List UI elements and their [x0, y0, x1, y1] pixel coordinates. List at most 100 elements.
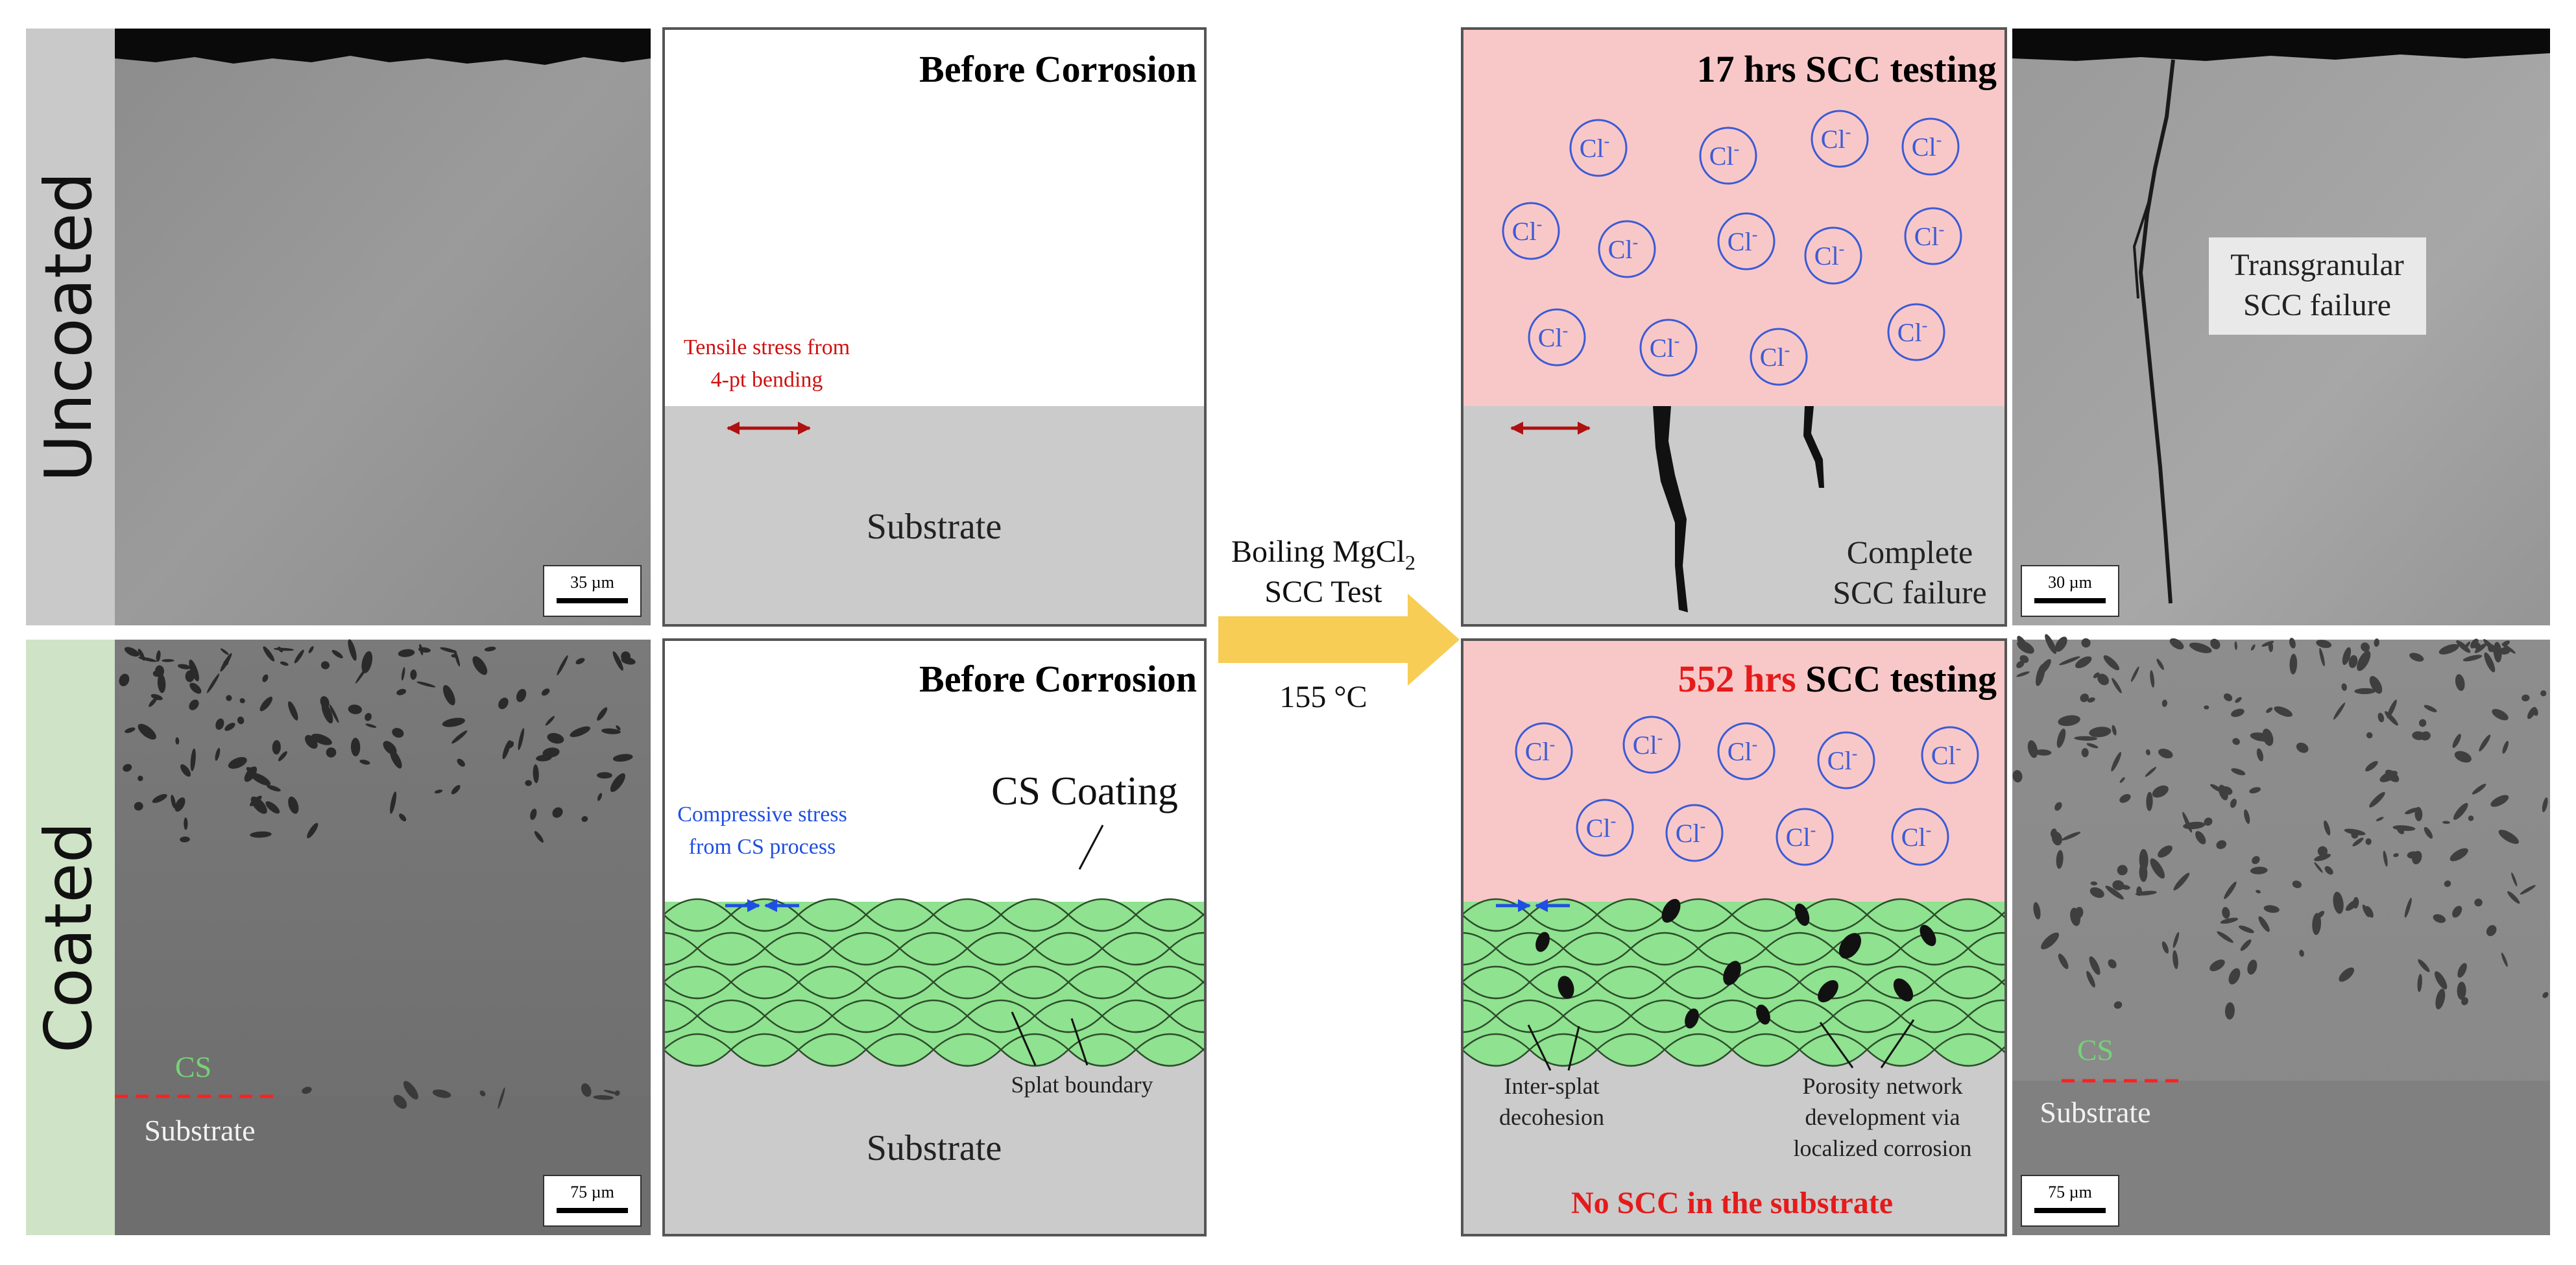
- cs-coating-leader: [1078, 825, 1104, 870]
- interslat-label-2: decohesion: [1499, 1104, 1604, 1130]
- micrograph-coated-after: CS Substrate 75 µm: [2012, 634, 2550, 1235]
- chloride-ion-icon: Cl-: [1901, 117, 1960, 176]
- svg-text:Cl-: Cl-: [1525, 735, 1555, 766]
- row-label-uncoated: Uncoated: [30, 172, 106, 482]
- scale-label: 75 µm: [2048, 1183, 2092, 1201]
- row-label-coated: Coated: [30, 822, 106, 1054]
- svg-text:Cl-: Cl-: [1538, 321, 1568, 352]
- chloride-ion-icon: Cl-: [1904, 207, 1962, 265]
- chloride-ion-icon: Cl-: [1804, 226, 1862, 285]
- svg-text:Cl-: Cl-: [1633, 729, 1663, 760]
- row-tab-coated: Coated: [26, 640, 115, 1235]
- chloride-ion-icon: Cl-: [1817, 731, 1875, 789]
- yellow-arrow-shape: [1218, 594, 1460, 686]
- test-name-line2: SCC Test: [1264, 575, 1382, 609]
- pore-icon: [1838, 933, 1862, 959]
- chloride-ion-icon: Cl-: [1776, 808, 1834, 866]
- coating-pores: [119, 639, 636, 1109]
- scc-crack-large: [1653, 406, 1688, 612]
- cs-coating-splats-corroded: [1462, 898, 2006, 1067]
- svg-text:Cl-: Cl-: [1760, 341, 1790, 372]
- chloride-ion-icon: Cl-: [1569, 119, 1628, 177]
- panel-uncoated-after: Cl- Cl- Cl- Cl- Cl- Cl- Cl- Cl- Cl- Cl- Cl- Cl-Cl- …: [1461, 27, 2007, 627]
- svg-text:Cl-: Cl-: [1814, 239, 1844, 271]
- svg-text:Cl-: Cl-: [1914, 220, 1944, 251]
- chloride-ion-icon: Cl-: [1515, 722, 1573, 780]
- chloride-ion-icon: Cl-: [1750, 328, 1808, 386]
- micrograph-coated-before: CS Substrate 75 µm: [115, 639, 651, 1235]
- porosity-label-3: localized corrosion: [1794, 1135, 1972, 1161]
- chloride-ion-icon: Cl-: [1717, 212, 1776, 271]
- row-tab-uncoated: Uncoated: [26, 29, 115, 625]
- pore-icon: [1661, 898, 1681, 923]
- substrate-label: Substrate: [867, 1128, 1002, 1168]
- substrate-label-micro-right: Substrate: [2040, 1096, 2150, 1129]
- tensile-stress-label: Tensile stress from: [684, 335, 850, 359]
- scale-bar-coated-left: 75 µm: [543, 1175, 642, 1227]
- svg-text:Cl-: Cl-: [1931, 739, 1961, 770]
- chloride-ion-icon: Cl-: [1639, 319, 1698, 377]
- svg-text:Cl-: Cl-: [1586, 812, 1616, 843]
- transgranular-label-box: Transgranular SCC failure: [2209, 237, 2426, 335]
- no-scc-label: No SCC in the substrate: [1571, 1186, 1893, 1220]
- svg-text:Cl-: Cl-: [1821, 123, 1851, 154]
- svg-text:Cl-: Cl-: [1727, 225, 1757, 256]
- pore-icon: [1685, 1008, 1699, 1029]
- panel-title-after: 552 hrs SCC testing: [1678, 658, 1997, 700]
- cs-coating-label: CS Coating: [991, 769, 1178, 813]
- cs-coating-splats: [664, 898, 1205, 1067]
- porosity-label: Porosity network: [1803, 1073, 1963, 1099]
- panel-uncoated-before: Before Corrosion Tensile stress from 4-p…: [662, 27, 1207, 627]
- svg-text:Cl-: Cl-: [1676, 817, 1705, 848]
- svg-text:Cl-: Cl-: [1727, 735, 1757, 766]
- svg-text:Cl-: Cl-: [1608, 233, 1638, 264]
- splat-boundary-leader-2: [1070, 1018, 1089, 1066]
- interslat-leader-2: [1567, 1026, 1580, 1071]
- compressive-stress-label: Compressive stress: [677, 802, 847, 826]
- scale-label: 75 µm: [570, 1183, 614, 1201]
- chloride-ion-icon: Cl-: [1576, 799, 1634, 857]
- chloride-ion-icon: Cl-: [1811, 110, 1869, 168]
- svg-text:Cl-: Cl-: [1709, 139, 1739, 171]
- complete-failure-label: Complete: [1847, 534, 1973, 570]
- pore-icon: [1794, 903, 1810, 926]
- pore-icon: [1893, 978, 1914, 1002]
- chloride-ion-icon: Cl-: [1622, 716, 1681, 774]
- svg-text:Cl-: Cl-: [1912, 130, 1942, 162]
- svg-text:Cl-: Cl-: [1786, 821, 1816, 852]
- test-name-line1: Boiling MgCl2: [1231, 535, 1415, 574]
- scale-label: 30 µm: [2048, 573, 2092, 592]
- complete-failure-label-2: SCC failure: [1833, 574, 1986, 610]
- panel-title: Before Corrosion: [919, 48, 1197, 90]
- cs-label-right: CS: [2077, 1033, 2113, 1066]
- test-temperature: 155 °C: [1279, 680, 1367, 714]
- chloride-ion-icon: Cl-: [1921, 726, 1979, 784]
- porosity-leader-2: [1880, 1019, 1915, 1068]
- compressive-stress-label-2: from CS process: [689, 835, 836, 859]
- chloride-ion-icon: Cl-: [1598, 220, 1656, 278]
- chloride-ion-icon: Cl-: [1528, 308, 1586, 367]
- chloride-ion-icon: Cl-: [1502, 202, 1560, 260]
- panel-coated-after: Cl-Cl-Cl-Cl-Cl-Cl-Cl-Cl-Cl- 552 hrs SCC …: [1461, 638, 2007, 1236]
- chloride-ions-bottom: Cl-Cl-Cl-Cl-Cl-Cl-Cl-Cl-Cl-: [1515, 716, 1979, 866]
- chloride-ion-icon: Cl-: [1717, 722, 1776, 780]
- cs-label: CS: [175, 1050, 211, 1083]
- micrograph-crack: [2138, 59, 2175, 604]
- scale-bar-coated-right: 75 µm: [2021, 1175, 2119, 1227]
- svg-text:Cl-: Cl-: [1580, 132, 1609, 163]
- panel-title: Before Corrosion: [919, 658, 1197, 700]
- svg-text:Cl-: Cl-: [1827, 744, 1857, 775]
- pore-icon: [1818, 980, 1838, 1003]
- chloride-ion-icon: Cl-: [1699, 126, 1757, 185]
- svg-text:Cl-: Cl-: [1650, 331, 1679, 363]
- micrograph-uncoated-after: Transgranular SCC failure 30 µm: [2012, 29, 2550, 625]
- corroded-coating-pores: [2012, 634, 2549, 1020]
- transgranular-label: Transgranular: [2230, 248, 2404, 282]
- chloride-ion-icon: Cl-: [1887, 303, 1945, 361]
- svg-text:Cl-: Cl-: [1512, 215, 1542, 246]
- chloride-ions-top: Cl- Cl- Cl- Cl- Cl- Cl- Cl- Cl- Cl- Cl- Cl- Cl- Cl-: [1502, 110, 1962, 386]
- pore-icon: [1723, 961, 1741, 985]
- splat-boundary-leader: [1011, 1011, 1037, 1066]
